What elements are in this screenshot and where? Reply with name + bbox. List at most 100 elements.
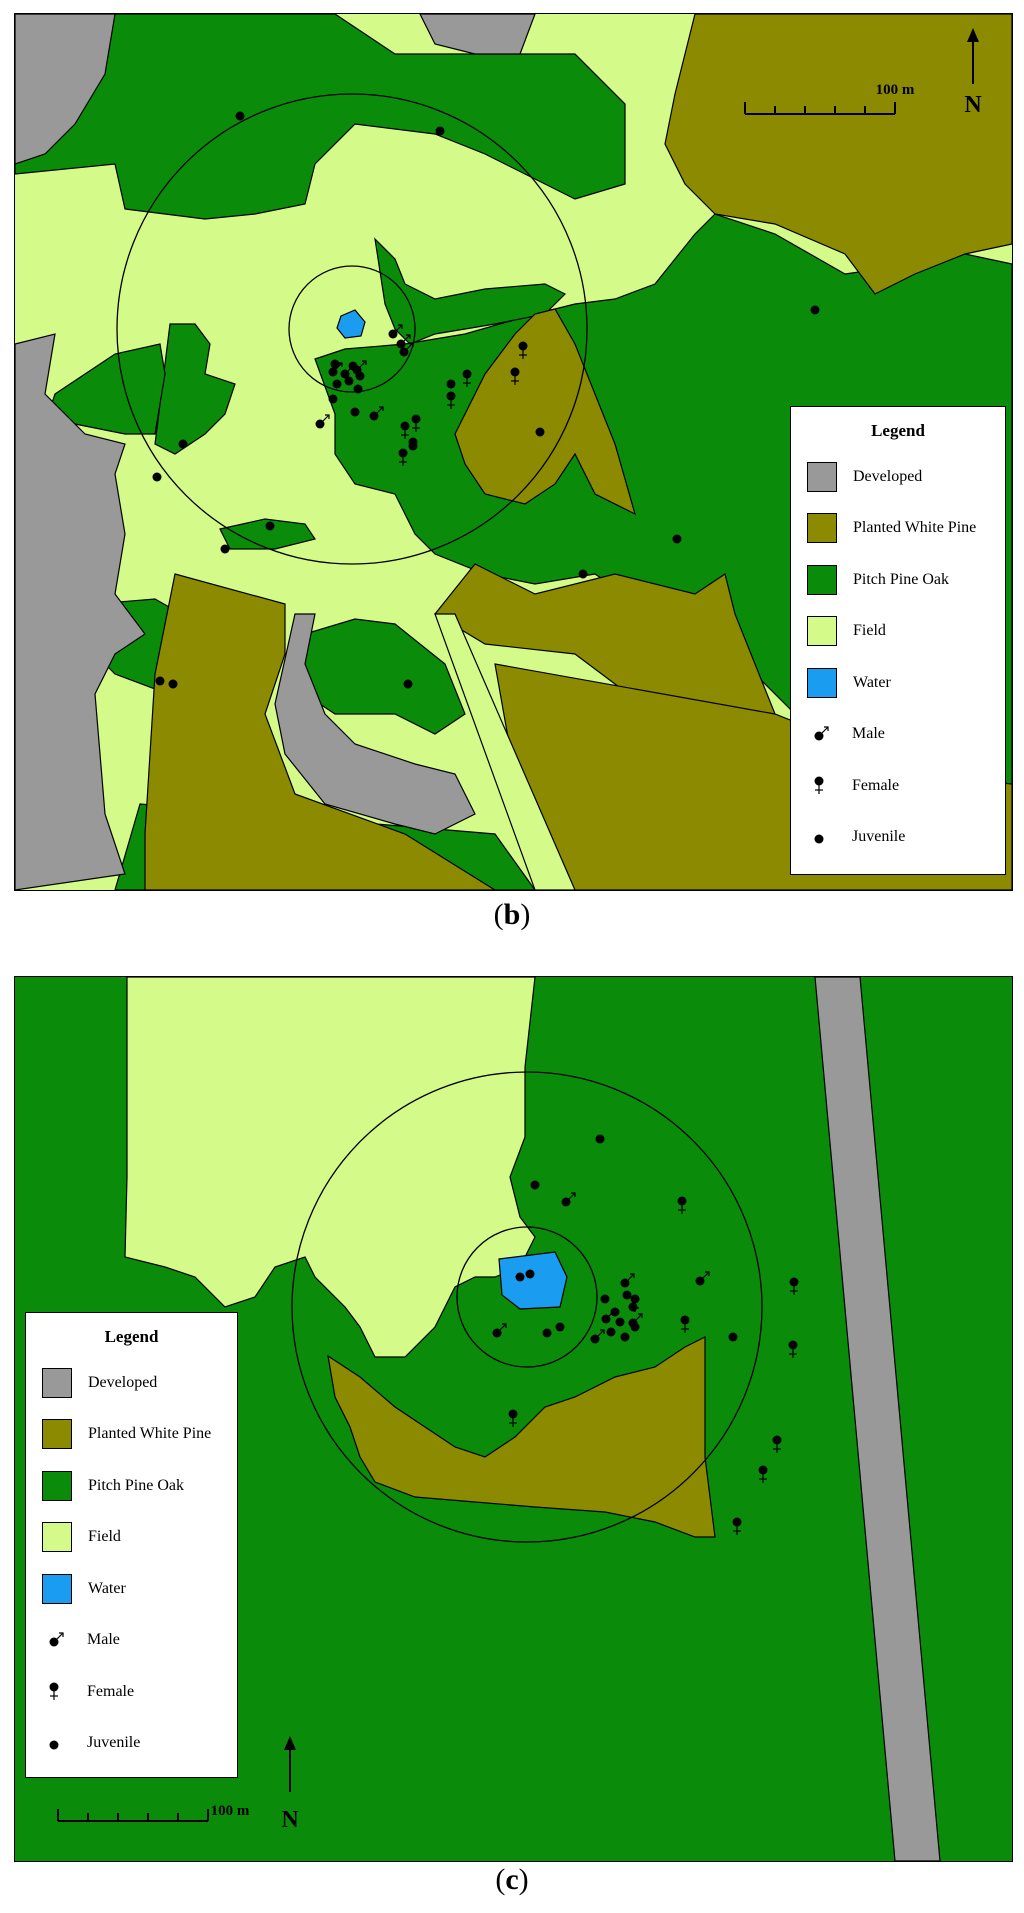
legend-label: Male (87, 1631, 120, 1649)
juvenile-marker (435, 126, 445, 136)
juvenile-marker (235, 111, 245, 121)
female-marker (677, 1196, 687, 1214)
male-marker (561, 1192, 576, 1207)
male-marker (399, 342, 414, 357)
legend-item-planted-white-pine: Planted White Pine (791, 503, 1005, 555)
juvenile-symbol-icon (49, 1740, 59, 1750)
legend-label: Water (88, 1579, 126, 1597)
legend-item-juvenile: Juvenile (26, 1718, 237, 1770)
scale-bar-label: 100 m (876, 82, 915, 98)
juvenile-marker (350, 407, 360, 417)
legend-item-developed: Developed (791, 451, 1005, 503)
male-marker (396, 334, 411, 349)
female-symbol-icon (49, 1682, 59, 1700)
female-marker (400, 421, 410, 439)
legend-swatch (807, 564, 837, 595)
legend-item-male: Male (791, 709, 1005, 761)
scale-bar-label: 100 m (211, 1803, 250, 1819)
caption-letter: c (505, 1863, 519, 1896)
legend-swatch (42, 1573, 72, 1604)
juvenile-marker (355, 371, 365, 381)
legend-item-field: Field (26, 1512, 237, 1564)
legend-title: Legend (871, 421, 925, 440)
juvenile-marker (353, 384, 363, 394)
pitch-pine-oak-area (219, 518, 316, 550)
planted-white-pine-area (327, 1336, 716, 1538)
field-area (124, 977, 536, 1358)
female-marker (446, 391, 456, 409)
water-body (336, 309, 366, 339)
male-marker (49, 1632, 64, 1647)
female-marker (510, 367, 520, 385)
pitch-pine-oak-area (15, 14, 626, 220)
legend-swatch (807, 461, 837, 492)
legend-swatch (807, 667, 837, 698)
juvenile-marker (810, 305, 820, 315)
legend-label: Pitch Pine Oak (88, 1476, 184, 1494)
water-body (498, 1251, 568, 1310)
male-marker (388, 324, 403, 339)
inner-buffer-circle (288, 265, 416, 393)
juvenile-marker (672, 534, 682, 544)
male-marker (492, 1323, 507, 1338)
juvenile-marker (348, 361, 358, 371)
juvenile-marker (530, 1180, 540, 1190)
male-marker (601, 1309, 616, 1324)
female-marker (462, 369, 472, 387)
legend-title: Legend (104, 1327, 159, 1346)
map-b-svg: 100 m N (15, 14, 1012, 890)
female-marker (398, 448, 408, 466)
juvenile-marker (403, 679, 413, 689)
legend-label: Female (852, 776, 900, 794)
juvenile-marker (49, 1740, 59, 1750)
juvenile-marker (728, 1332, 738, 1342)
legend-item-pitch-pine-oak: Pitch Pine Oak (26, 1460, 237, 1512)
juvenile-marker (606, 1327, 616, 1337)
juvenile-marker (535, 427, 545, 437)
legend-swatch (42, 1367, 72, 1398)
juvenile-marker (328, 394, 338, 404)
female-marker (630, 1294, 640, 1312)
female-marker (411, 414, 421, 432)
juvenile-marker (595, 1134, 605, 1144)
legend-item-water: Water (791, 657, 1005, 709)
male-symbol-icon (814, 726, 829, 741)
juvenile-marker (168, 679, 178, 689)
juvenile-symbol-icon (814, 834, 824, 844)
developed-area (419, 14, 536, 55)
juvenile-marker (620, 1332, 630, 1342)
juvenile-marker (152, 472, 162, 482)
female-marker (508, 1409, 518, 1427)
legend-item-field: Field (791, 606, 1005, 658)
female-marker (758, 1465, 768, 1483)
legend-item-female: Female (791, 760, 1005, 812)
panel-caption-c: (c) (495, 1863, 529, 1896)
juvenile-marker (542, 1328, 552, 1338)
planted-white-pine-area (144, 573, 497, 890)
juvenile-marker (408, 441, 418, 451)
male-marker (814, 726, 829, 741)
juvenile-marker (220, 544, 230, 554)
planted-white-pine-area (434, 563, 776, 715)
legend-label: Juvenile (87, 1734, 141, 1752)
juvenile-marker (155, 676, 165, 686)
outer-buffer-circle (291, 1071, 763, 1543)
legend-item-developed: Developed (26, 1357, 237, 1409)
juvenile-marker (814, 834, 824, 844)
male-marker (695, 1271, 710, 1286)
female-marker (789, 1277, 799, 1295)
juvenile-marker (600, 1294, 610, 1304)
female-marker (772, 1435, 782, 1453)
juvenile-marker (265, 521, 275, 531)
legend-swatch (807, 616, 837, 647)
legend-label: Male (852, 725, 885, 743)
outer-buffer-circle (116, 93, 588, 565)
male-marker (590, 1329, 605, 1344)
female-symbol-icon (814, 776, 824, 794)
legend-item-pitch-pine-oak: Pitch Pine Oak (791, 554, 1005, 606)
juvenile-marker (330, 359, 340, 369)
